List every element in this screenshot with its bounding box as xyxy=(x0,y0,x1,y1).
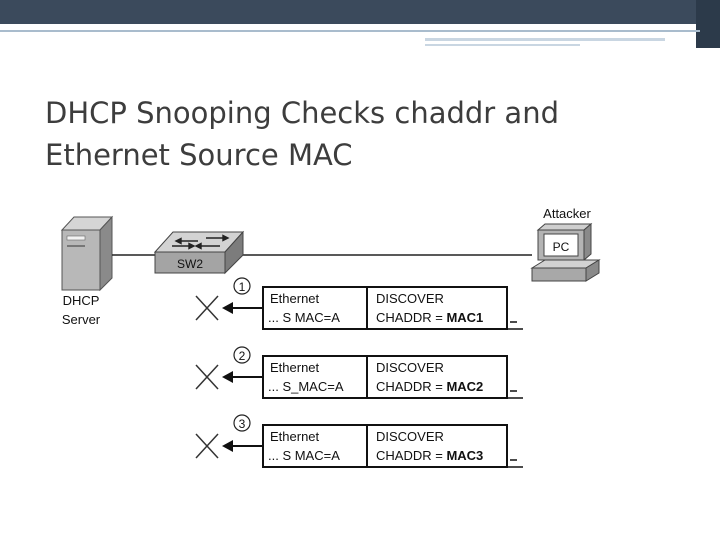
server-label-line-2: Server xyxy=(62,312,101,327)
step-3-circle xyxy=(233,414,251,432)
ethernet-source-mac: ... S MAC=A xyxy=(268,310,340,325)
step-2-number: 2 xyxy=(239,349,246,363)
ethernet-source-mac: ... S MAC=A xyxy=(268,448,340,463)
server-icon xyxy=(60,215,114,292)
dropped-frame-1: 1 Ethernet ... S MAC=A DISCOVER CHADDR =… xyxy=(195,277,523,330)
decorative-line xyxy=(425,44,580,46)
pc-icon xyxy=(530,222,601,282)
ethernet-source-mac: ... S_MAC=A xyxy=(268,379,344,394)
switch-icon xyxy=(153,230,245,275)
chaddr-field: CHADDR = MAC3 xyxy=(376,448,483,463)
ethernet-header-box xyxy=(262,424,368,468)
dhcp-discover-box xyxy=(366,286,508,330)
chaddr-field: CHADDR = MAC2 xyxy=(376,379,483,394)
slide-title: DHCP Snooping Checks chaddr and Ethernet… xyxy=(45,92,685,176)
dropped-frame-3: 3 Ethernet ... S MAC=A DISCOVER CHADDR =… xyxy=(195,414,523,468)
step-3-number: 3 xyxy=(239,417,246,431)
decorative-line xyxy=(425,38,665,41)
top-banner-corner xyxy=(696,0,720,48)
switch-label: SW2 xyxy=(177,257,203,271)
dhcp-discover-box xyxy=(366,355,508,399)
step-1-number: 1 xyxy=(239,280,246,294)
ethernet-title: Ethernet xyxy=(270,291,320,306)
step-2-circle xyxy=(233,346,251,364)
chaddr-field: CHADDR = MAC1 xyxy=(376,310,483,325)
title-line-2: Ethernet Source MAC xyxy=(45,138,353,172)
decorative-line xyxy=(0,30,700,32)
discover-title: DISCOVER xyxy=(376,291,444,306)
dropped-frame-2: 2 Ethernet ... S_MAC=A DISCOVER CHADDR =… xyxy=(195,346,523,399)
discover-title: DISCOVER xyxy=(376,360,444,375)
server-label-line-1: DHCP xyxy=(63,293,100,308)
ethernet-header-box xyxy=(262,286,368,330)
ethernet-header-box xyxy=(262,355,368,399)
top-banner xyxy=(0,0,720,24)
ethernet-title: Ethernet xyxy=(270,360,320,375)
pc-label: PC xyxy=(553,240,570,254)
discover-title: DISCOVER xyxy=(376,429,444,444)
dhcp-discover-box xyxy=(366,424,508,468)
attacker-label: Attacker xyxy=(543,206,591,221)
step-1-circle xyxy=(233,277,251,295)
title-line-1: DHCP Snooping Checks chaddr and xyxy=(45,96,559,130)
ethernet-title: Ethernet xyxy=(270,429,320,444)
